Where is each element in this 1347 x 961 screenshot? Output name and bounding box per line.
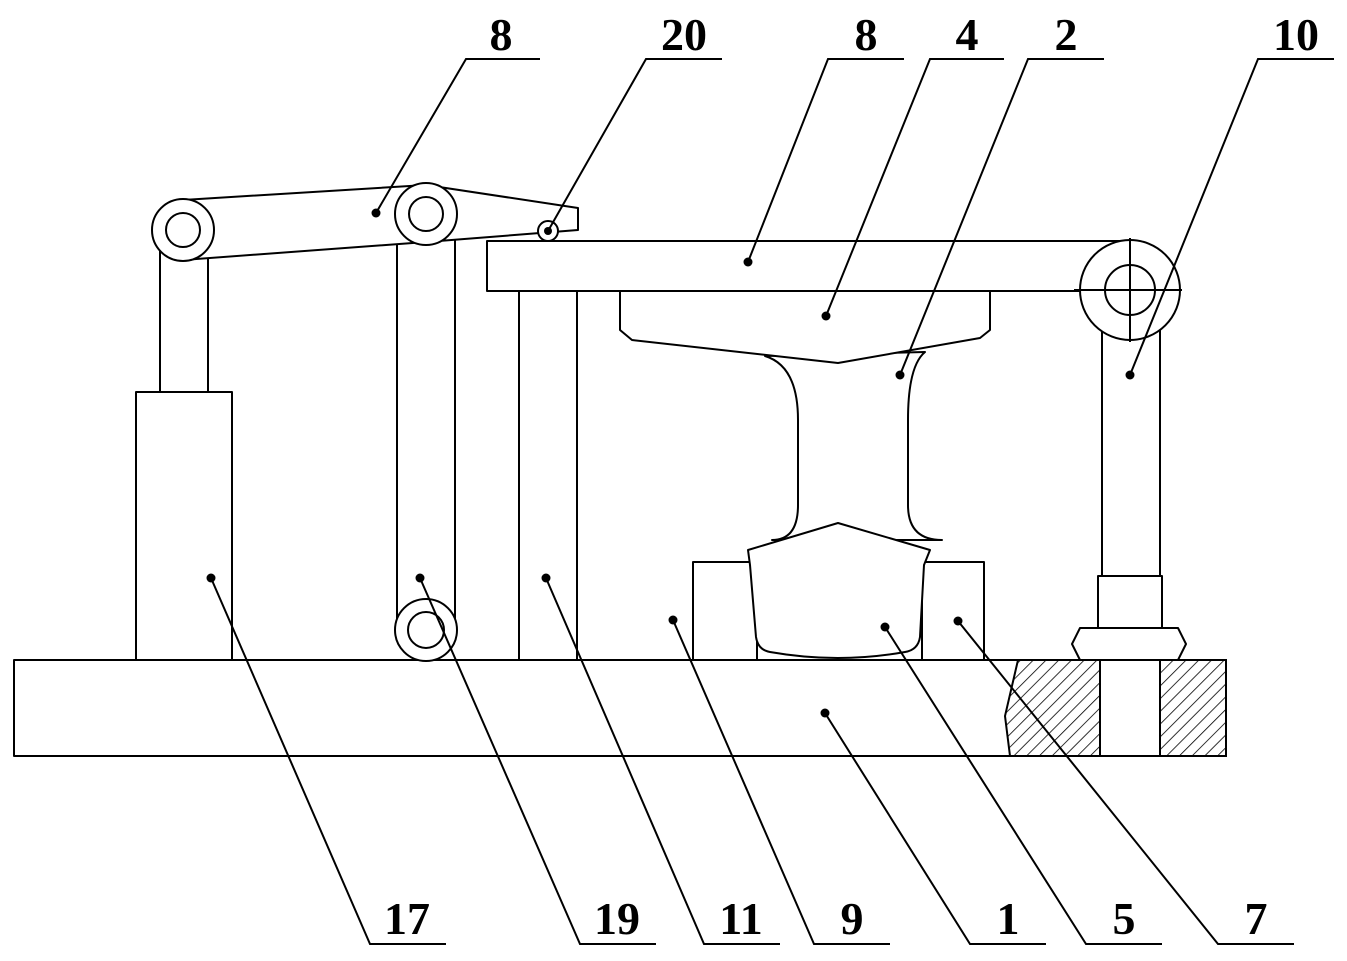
label-lower-support-block: 5 — [1113, 893, 1136, 944]
label-pull-rod: 19 — [594, 893, 640, 944]
mid-pivot-inner — [408, 196, 444, 232]
pressing-plate — [486, 240, 1128, 292]
nut-upper — [1097, 575, 1163, 629]
label-right-link: 10 — [1273, 9, 1319, 60]
support-column — [518, 289, 578, 661]
label-cylinder: 17 — [384, 893, 430, 944]
lower-support-block — [747, 522, 931, 659]
hex-nut — [1071, 627, 1187, 661]
lower-pin-inner — [407, 611, 445, 649]
label-right-side-block: 7 — [1245, 893, 1268, 944]
label-rail: 2 — [1055, 9, 1078, 60]
label-left-side-block: 9 — [841, 893, 864, 944]
label-support-column: 11 — [719, 893, 762, 944]
label-pressing-plate: 8 — [855, 9, 878, 60]
cylinder-body — [135, 391, 233, 661]
left-side-block — [692, 561, 758, 661]
bolt-shank — [1099, 659, 1161, 757]
left-pivot-inner — [165, 212, 201, 248]
rail-web — [764, 351, 943, 541]
label-roller: 20 — [661, 9, 707, 60]
leader-dots — [206, 208, 1135, 718]
label-upper-press-block: 4 — [956, 9, 979, 60]
pull-rod — [396, 211, 456, 631]
leader-lines — [210, 58, 1334, 945]
reference-numerals: 8 20 8 4 2 10 17 19 11 9 1 5 7 — [384, 9, 1319, 944]
right-side-block — [921, 561, 985, 661]
right-link — [1101, 317, 1161, 577]
label-lever-arm: 8 — [490, 9, 513, 60]
upper-press-block — [619, 290, 991, 364]
label-base-plate: 1 — [997, 893, 1020, 944]
